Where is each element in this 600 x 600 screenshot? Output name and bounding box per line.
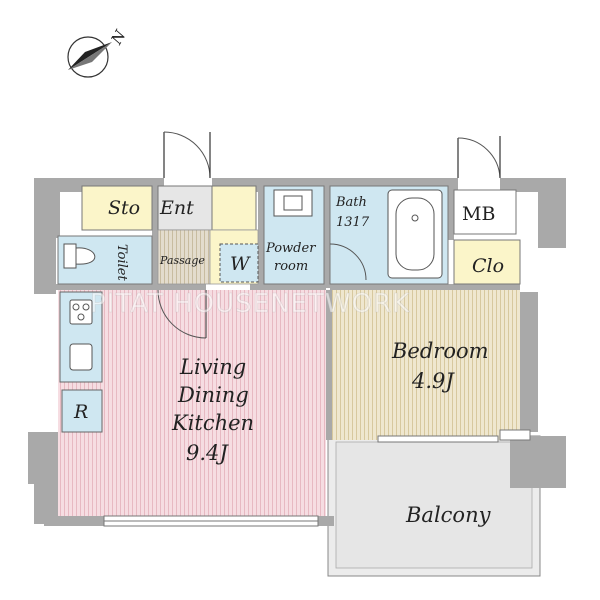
vanity-icon [273, 189, 313, 217]
balcony-label: Balcony [405, 503, 492, 527]
passage-label: Passage [159, 254, 205, 267]
ldk-label-line3: Kitchen [171, 411, 254, 435]
bathtub-icon [387, 189, 443, 279]
stove-icon [69, 299, 93, 325]
bedroom-floor [332, 290, 520, 440]
bedroom-label: Bedroom [391, 339, 489, 363]
ldk-floor [58, 290, 326, 516]
bath-label-line2: 1317 [336, 215, 370, 230]
refrigerator-label: R [73, 401, 88, 423]
bath-label-line1: Bath [335, 195, 367, 210]
entrance-label: Ent [159, 197, 194, 219]
ldk-label-line1: Living [179, 355, 246, 379]
ldk-size-label: 9.4J [186, 441, 229, 465]
watermark: PITAT HOUSENETWORK [90, 289, 410, 319]
meter-box [453, 189, 517, 235]
toilet-icon [63, 243, 77, 269]
storage-area [81, 185, 153, 231]
compass: N [67, 26, 130, 78]
storage-label: Sto [108, 197, 140, 219]
washer-space [219, 243, 259, 283]
ldk-door [157, 289, 207, 339]
toilet-label: Toilet [114, 244, 129, 281]
meter-box-door [457, 136, 501, 179]
powder-room-label-line2: room [274, 259, 308, 274]
powder-room-label-line1: Powder [265, 241, 316, 256]
refrigerator-space [61, 389, 103, 433]
compass-north-label: N [107, 26, 130, 48]
washer-label: W [230, 253, 251, 275]
entrance-door [163, 131, 211, 179]
sink-icon [69, 343, 93, 371]
closet [453, 239, 521, 285]
bedroom-window [377, 435, 499, 443]
bath-door [329, 243, 367, 281]
closet-label: Clo [472, 255, 504, 277]
ldk-label-line2: Dining [177, 383, 249, 407]
meter-box-label: MB [462, 203, 495, 225]
passage-floor [157, 229, 211, 285]
bedroom-size-label: 4.9J [411, 369, 455, 393]
